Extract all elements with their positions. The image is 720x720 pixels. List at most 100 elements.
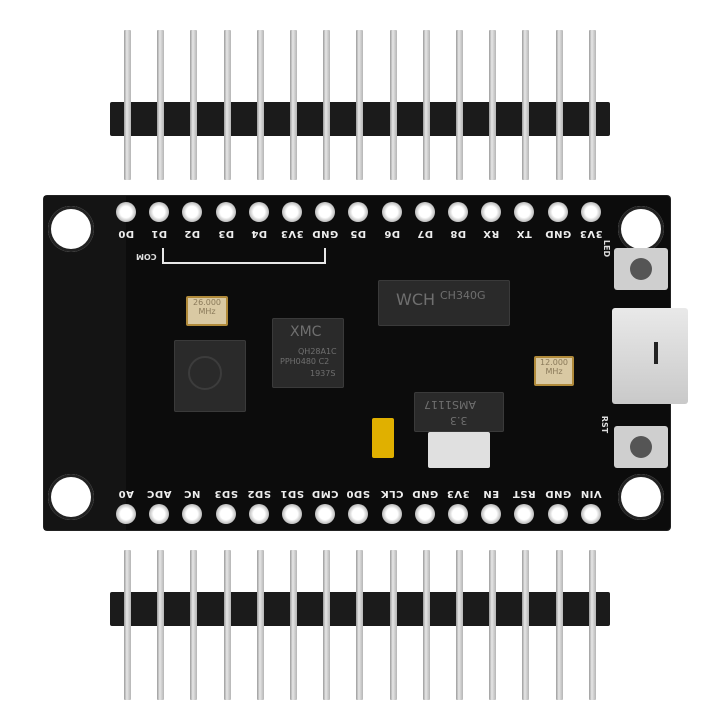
header-pin <box>422 550 430 700</box>
silk-resistor-group <box>162 248 326 264</box>
header-pin <box>256 30 264 180</box>
pin-label: D6 <box>383 228 400 239</box>
header-pin <box>190 30 198 180</box>
header-pin <box>323 30 331 180</box>
header-pin <box>588 30 596 180</box>
pin-pad <box>182 504 203 524</box>
pin-label: 3V3 <box>280 228 304 239</box>
pin-pad <box>348 504 369 524</box>
regulator-voltage: 3.3 <box>450 414 468 427</box>
pin-pad <box>414 202 435 222</box>
pin-pad <box>248 202 269 222</box>
crystal-26mhz: 26.000 MHz <box>186 296 228 326</box>
pin-pad <box>448 504 468 524</box>
pin-pad <box>348 202 369 222</box>
header-pin <box>555 30 563 180</box>
pin-label: D2 <box>184 228 201 239</box>
pin-label: CLK <box>380 488 404 499</box>
pin-pad <box>315 202 336 222</box>
regulator-model: AMS1117 <box>424 398 476 411</box>
pin-header-bottom <box>110 550 610 700</box>
pin-label: GND <box>312 228 339 239</box>
header-pin <box>389 30 397 180</box>
header-pin <box>323 550 331 700</box>
pin-pad <box>547 202 568 222</box>
header-pin <box>456 550 463 700</box>
usb-serial-chip: WCH CH340G <box>378 280 510 326</box>
header-pin <box>190 550 198 700</box>
header-pin <box>256 550 264 700</box>
pin-label: A0 <box>118 488 134 499</box>
pin-label: EN <box>483 488 500 499</box>
pin-pad <box>116 504 136 524</box>
mount-hole-top-left <box>48 206 94 252</box>
pin-label: D1 <box>151 228 168 239</box>
esp8266-chip <box>174 340 246 412</box>
pin-pad <box>547 504 568 524</box>
pin-pad <box>282 202 302 222</box>
silk-led-label: LED <box>602 239 612 258</box>
pin-pad <box>215 202 236 222</box>
crystal-12mhz: 12.000 MHz <box>534 356 574 386</box>
pin-pad <box>116 202 136 222</box>
header-pin <box>157 30 165 180</box>
regulator-tab <box>428 432 490 468</box>
header-pin <box>555 550 563 700</box>
header-pin <box>356 30 364 180</box>
pin-pad <box>248 504 269 524</box>
mount-hole-top-right <box>618 206 664 252</box>
pin-header-top <box>110 30 610 180</box>
header-pin <box>223 550 231 700</box>
pin-pad <box>149 202 170 222</box>
pin-label: CMD <box>311 488 339 499</box>
board-antenna-edge <box>44 196 126 530</box>
flash-line3: 1937S <box>310 369 336 378</box>
pin-label: VIN <box>580 488 602 499</box>
header-pin <box>389 550 397 700</box>
mount-hole-bottom-left <box>48 474 94 520</box>
header-pin <box>522 30 530 180</box>
flash-line2: PPH0480 C2 <box>280 357 330 366</box>
pin-pad <box>381 504 402 524</box>
pin-pad <box>580 202 601 222</box>
dev-board <box>44 196 670 530</box>
header-pin <box>588 550 596 700</box>
pin-pad <box>514 202 535 222</box>
reset-button[interactable] <box>614 426 668 468</box>
pin-label: SD3 <box>213 488 238 499</box>
pin-label: GND <box>411 488 438 499</box>
pin-label: ADC <box>146 488 172 499</box>
button-cap-icon <box>630 436 652 458</box>
silk-rst-label: RST <box>600 415 610 434</box>
mount-hole-bottom-right <box>618 474 664 520</box>
usb-slot <box>654 342 658 364</box>
pin-pad <box>381 202 402 222</box>
header-pin <box>223 30 231 180</box>
pin-pad <box>215 504 236 524</box>
pin-label: TX <box>516 228 533 239</box>
pin-label: D4 <box>250 228 267 239</box>
flash-chip: XMC QH28A1C PPH0480 C2 1937S <box>272 318 344 388</box>
pin-pad <box>481 504 502 524</box>
pin-label: GND <box>544 488 571 499</box>
header-pin <box>522 550 530 700</box>
pin-pad <box>580 504 601 524</box>
pin-label: SD1 <box>280 488 304 499</box>
tantalum-capacitor <box>372 418 394 458</box>
micro-usb-port[interactable] <box>612 308 688 404</box>
flash-brand: XMC <box>290 324 322 340</box>
header-pin <box>422 30 430 180</box>
pin-label: RX <box>482 228 500 239</box>
pin-label: D7 <box>416 228 433 239</box>
pin-pad <box>282 504 302 524</box>
flash-line1: QH28A1C <box>298 347 337 356</box>
header-pin <box>356 550 364 700</box>
pin-label: 3V3 <box>579 228 603 239</box>
pin-label: D5 <box>350 228 367 239</box>
pin-label: D8 <box>449 228 467 239</box>
pin-label: GND <box>544 228 571 239</box>
header-pin <box>489 30 497 180</box>
flash-button[interactable] <box>614 248 668 290</box>
espressif-logo-icon <box>188 356 222 390</box>
header-pin <box>124 550 131 700</box>
